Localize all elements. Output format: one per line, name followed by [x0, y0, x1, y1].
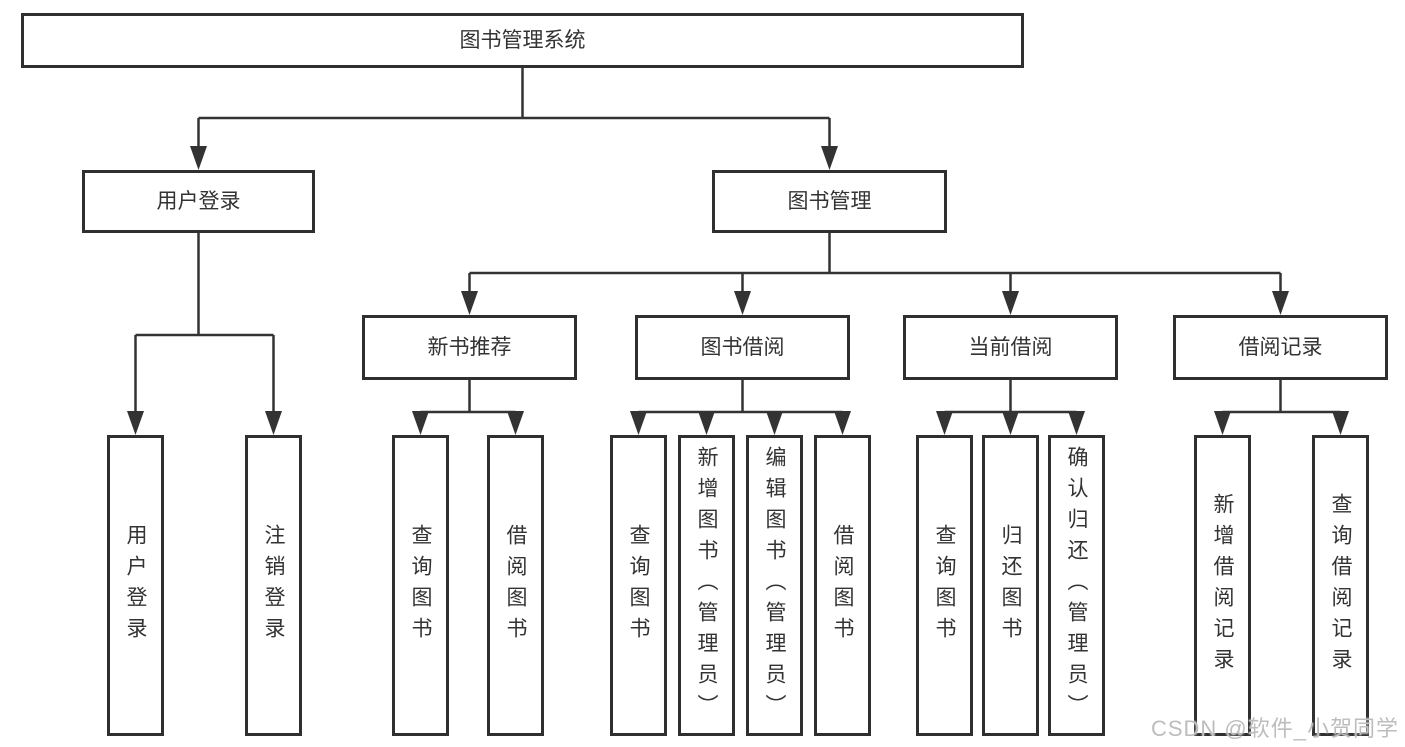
- leaf-newbook-query-books-label: 查询图书: [409, 523, 432, 648]
- leaf-current-return-books: 归还图书: [982, 435, 1039, 736]
- leaf-records-query-record: 查询借阅记录: [1312, 435, 1369, 736]
- leaf-borrowing-borrow-books: 借阅图书: [814, 435, 871, 736]
- node-root-system: 图书管理系统: [21, 13, 1024, 68]
- leaf-current-confirm-return-admin-label: 确认归还（管理员）: [1065, 446, 1088, 725]
- leaf-newbook-query-books: 查询图书: [392, 435, 449, 736]
- node-borrowing-records: 借阅记录: [1173, 315, 1388, 380]
- leaf-borrowing-add-books-admin-label: 新增图书（管理员）: [695, 446, 718, 725]
- connector-userlogin-to-leaves: [134, 233, 275, 412]
- node-borrowing-records-label: 借阅记录: [1238, 336, 1323, 359]
- node-user-login-label: 用户登录: [156, 190, 241, 213]
- node-new-book-recommend: 新书推荐: [362, 315, 577, 380]
- leaf-borrowing-add-books-admin: 新增图书（管理员）: [678, 435, 735, 736]
- leaf-newbook-borrow-books: 借阅图书: [487, 435, 544, 736]
- node-book-borrowing-label: 图书借阅: [700, 336, 785, 359]
- leaf-current-confirm-return-admin: 确认归还（管理员）: [1048, 435, 1105, 736]
- node-book-borrowing: 图书借阅: [635, 315, 850, 380]
- leaf-borrowing-edit-books-admin: 编辑图书（管理员）: [746, 435, 803, 736]
- leaf-logout-label: 注销登录: [262, 523, 285, 648]
- leaf-borrowing-query-books: 查询图书: [610, 435, 667, 736]
- connector-currentborrow-to-leaves: [944, 380, 1077, 414]
- connector-bookborrow-to-leaves: [638, 380, 843, 414]
- connector-borrowrecord-to-leaves: [1222, 380, 1341, 414]
- leaf-user-login-label: 用户登录: [124, 523, 147, 648]
- node-root-label: 图书管理系统: [459, 29, 586, 52]
- leaf-borrowing-borrow-books-label: 借阅图书: [831, 523, 854, 648]
- connector-newbook-to-leaves: [420, 380, 516, 414]
- leaf-current-query-books-label: 查询图书: [933, 523, 956, 648]
- leaf-borrowing-edit-books-admin-label: 编辑图书（管理员）: [763, 446, 786, 725]
- node-current-borrowing: 当前借阅: [903, 315, 1118, 380]
- leaf-newbook-borrow-books-label: 借阅图书: [504, 523, 527, 648]
- leaf-logout: 注销登录: [245, 435, 302, 736]
- leaf-user-login: 用户登录: [107, 435, 164, 736]
- csdn-watermark: CSDN @软件_小贺同学: [1150, 716, 1399, 741]
- node-book-management: 图书管理: [712, 170, 947, 233]
- node-user-login: 用户登录: [82, 170, 315, 233]
- leaf-current-return-books-label: 归还图书: [999, 523, 1022, 648]
- connector-root-to-level2: [197, 68, 831, 148]
- arrowheads: [127, 146, 1349, 435]
- leaf-current-query-books: 查询图书: [916, 435, 973, 736]
- connector-bookmgmt-to-level3: [468, 233, 1282, 293]
- leaf-records-query-record-label: 查询借阅记录: [1329, 492, 1352, 679]
- node-book-management-label: 图书管理: [787, 190, 872, 213]
- node-new-book-recommend-label: 新书推荐: [427, 336, 512, 359]
- leaf-records-add-record: 新增借阅记录: [1194, 435, 1251, 736]
- node-current-borrowing-label: 当前借阅: [968, 336, 1053, 359]
- leaf-borrowing-query-books-label: 查询图书: [627, 523, 650, 648]
- leaf-records-add-record-label: 新增借阅记录: [1211, 492, 1234, 679]
